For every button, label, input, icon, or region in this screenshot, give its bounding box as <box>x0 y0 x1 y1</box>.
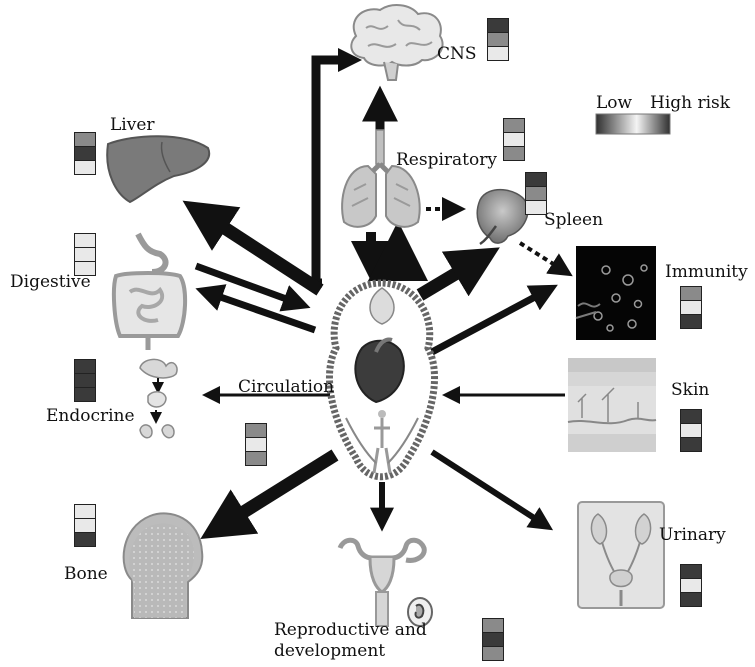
risk-cell-medium <box>504 147 524 160</box>
label-skin: Skin <box>671 380 709 400</box>
label-endocrine: Endocrine <box>46 406 135 426</box>
risk-bar-endocrine <box>74 359 96 402</box>
digestive-icon <box>114 234 185 350</box>
risk-cell-low <box>75 161 95 174</box>
risk-cell-medium <box>483 619 503 633</box>
skin-image <box>568 358 656 452</box>
risk-cell-low <box>246 438 266 452</box>
risk-cell-high <box>483 633 503 647</box>
risk-cell-high <box>681 565 701 579</box>
label-bone: Bone <box>64 564 108 584</box>
risk-cell-high <box>681 593 701 606</box>
risk-cell-low <box>75 234 95 248</box>
risk-bar-circulation <box>245 423 267 466</box>
lungs-icon <box>342 130 420 227</box>
label-reproductive-line2: development <box>274 641 385 661</box>
risk-cell-high <box>681 315 701 328</box>
risk-cell-high <box>681 410 701 424</box>
risk-cell-low <box>488 47 508 60</box>
arrow-circulation-to-digestive <box>206 292 315 330</box>
spleen-icon <box>477 190 528 244</box>
risk-bar-urinary <box>680 564 702 607</box>
risk-cell-low <box>75 262 95 275</box>
risk-bar-bone <box>74 504 96 547</box>
label-urinary: Urinary <box>659 525 726 545</box>
risk-cell-low <box>526 201 546 214</box>
arrow-to-liver <box>200 212 320 290</box>
risk-bar-cns <box>487 18 509 61</box>
risk-cell-low <box>75 248 95 262</box>
risk-cell-medium <box>246 424 266 438</box>
liver-icon <box>107 136 209 202</box>
legend-high-label: High risk <box>650 93 730 113</box>
risk-cell-high <box>488 19 508 33</box>
arrow-to-spleen <box>420 258 482 295</box>
risk-cell-high <box>75 388 95 401</box>
risk-bar-respiratory <box>503 118 525 161</box>
risk-cell-low <box>75 519 95 533</box>
immunity-image <box>576 246 656 340</box>
risk-cell-high <box>75 533 95 546</box>
risk-cell-low <box>681 301 701 315</box>
risk-cell-low <box>681 424 701 438</box>
risk-bar-liver <box>74 132 96 175</box>
risk-cell-low <box>681 579 701 593</box>
brain-icon <box>351 5 442 80</box>
circulation-icon <box>329 283 434 477</box>
risk-legend-gradient <box>596 114 670 134</box>
arrow-to-cns-elbow <box>316 60 345 283</box>
reproductive-icon <box>340 540 432 626</box>
risk-cell-medium <box>504 119 524 133</box>
arrow-to-bone <box>218 455 335 528</box>
label-circulation: Circulation <box>238 377 334 397</box>
arrow-spleen-to-immunity <box>520 243 566 272</box>
label-spleen: Spleen <box>544 210 603 230</box>
risk-cell-medium <box>488 33 508 47</box>
risk-cell-medium <box>75 133 95 147</box>
label-liver: Liver <box>110 115 155 135</box>
risk-cell-high <box>526 173 546 187</box>
arrow-to-immunity <box>432 290 548 352</box>
risk-cell-high <box>681 438 701 451</box>
risk-cell-low <box>75 505 95 519</box>
risk-bar-spleen <box>525 172 547 215</box>
risk-bar-digestive <box>74 233 96 276</box>
risk-cell-medium <box>246 452 266 465</box>
legend-low-label: Low <box>596 93 632 113</box>
risk-bar-immunity <box>680 286 702 329</box>
label-reproductive-line1: Reproductive and <box>274 620 427 640</box>
urinary-icon <box>578 502 664 608</box>
risk-cell-medium <box>681 287 701 301</box>
arrow-to-urinary <box>432 452 545 525</box>
risk-cell-high <box>75 374 95 388</box>
label-immunity: Immunity <box>665 262 748 282</box>
risk-bar-reproductive <box>482 618 504 661</box>
bone-icon <box>124 513 203 618</box>
label-respiratory: Respiratory <box>396 150 497 170</box>
label-cns: CNS <box>437 44 477 64</box>
risk-bar-skin <box>680 409 702 452</box>
risk-cell-medium <box>526 187 546 201</box>
risk-cell-high <box>75 147 95 161</box>
endocrine-icon <box>140 359 177 437</box>
risk-cell-high <box>75 360 95 374</box>
risk-cell-medium <box>483 647 503 660</box>
risk-cell-low <box>504 133 524 147</box>
